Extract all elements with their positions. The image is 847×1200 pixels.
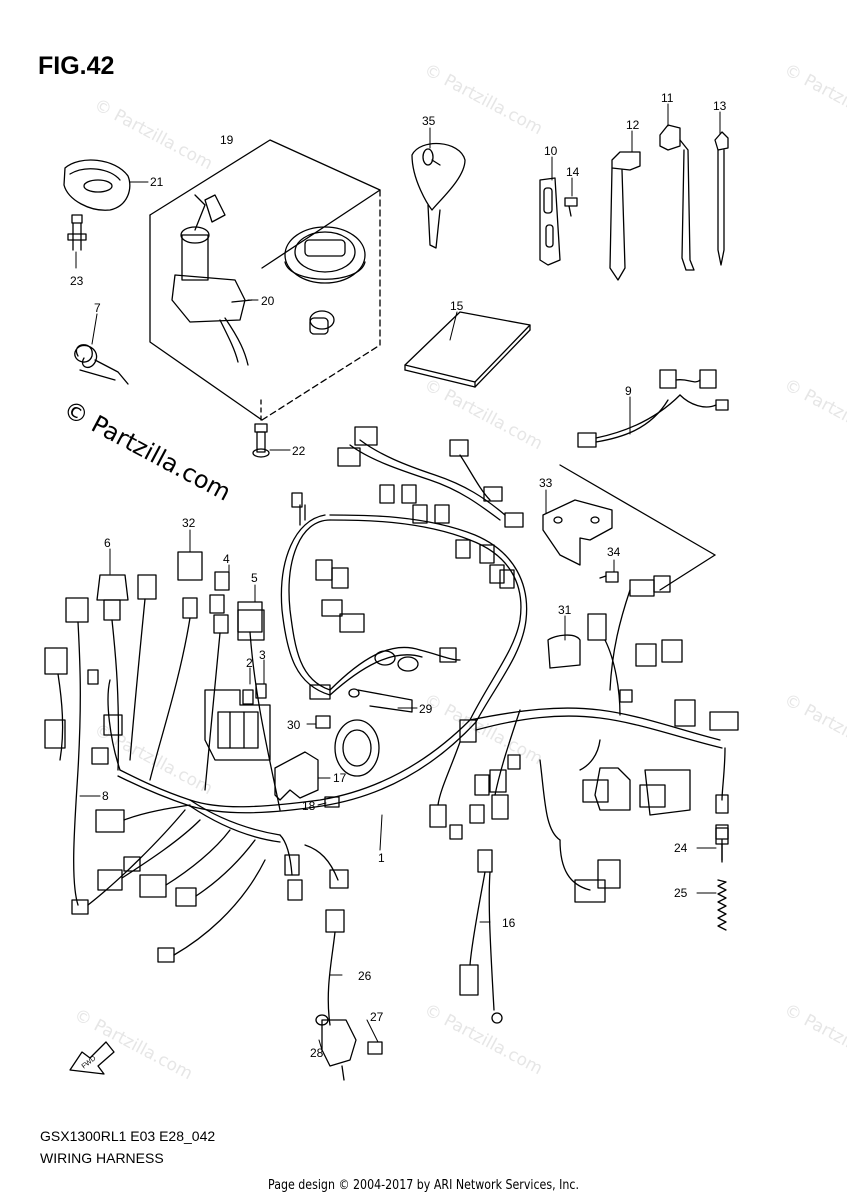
callout-6: 6 bbox=[104, 536, 111, 550]
callout-23: 23 bbox=[70, 274, 84, 288]
bolt-23 bbox=[67, 214, 87, 251]
callout-31: 31 bbox=[558, 603, 572, 617]
page-footer: Page design © 2004-2017 by ARI Network S… bbox=[268, 1178, 579, 1193]
harness-connectors-left bbox=[44, 551, 349, 963]
callout-3: 3 bbox=[259, 648, 266, 662]
callout-4: 4 bbox=[223, 552, 230, 566]
screw-14 bbox=[564, 197, 578, 217]
harness-connectors-right bbox=[429, 575, 739, 903]
callout-29: 29 bbox=[419, 702, 433, 716]
callout-16: 16 bbox=[502, 916, 516, 930]
callout-33: 33 bbox=[539, 476, 553, 490]
coil-25 bbox=[717, 879, 727, 931]
callout-26: 26 bbox=[358, 969, 372, 983]
callout-28: 28 bbox=[310, 1046, 324, 1060]
callout-21: 21 bbox=[150, 175, 164, 189]
lock-cylinder bbox=[309, 310, 335, 335]
callout-9: 9 bbox=[625, 384, 632, 398]
callout-11: 11 bbox=[661, 91, 674, 105]
fuel-cap bbox=[284, 226, 366, 284]
fwd-arrow bbox=[69, 1041, 115, 1075]
callout-35: 35 bbox=[422, 114, 436, 128]
harness-connectors-top bbox=[291, 426, 524, 700]
bracket-33 bbox=[542, 464, 716, 591]
callout-12: 12 bbox=[626, 118, 640, 132]
sub-harness-9 bbox=[577, 369, 729, 448]
callout-7: 7 bbox=[94, 301, 101, 315]
bolt-22 bbox=[252, 423, 270, 458]
callout-20: 20 bbox=[261, 294, 275, 308]
callout-27: 27 bbox=[370, 1010, 384, 1024]
ignition-switch bbox=[171, 194, 253, 366]
bulb-24 bbox=[715, 827, 729, 863]
callout-32: 32 bbox=[182, 516, 196, 530]
screw-27 bbox=[367, 1041, 383, 1055]
callout-19: 19 bbox=[220, 133, 234, 147]
main-harness bbox=[107, 439, 723, 843]
callout-10: 10 bbox=[544, 144, 558, 158]
callout-1: 1 bbox=[378, 851, 385, 865]
callout-8: 8 bbox=[102, 789, 109, 803]
key-35 bbox=[411, 142, 466, 249]
callout-25: 25 bbox=[674, 886, 688, 900]
tie-11 bbox=[659, 124, 695, 271]
section-name: WIRING HARNESS bbox=[40, 1150, 164, 1166]
screw-18 bbox=[324, 796, 340, 808]
callout-13: 13 bbox=[713, 99, 727, 113]
ignition-cover bbox=[63, 159, 131, 211]
spring-7 bbox=[74, 344, 129, 385]
screw-34 bbox=[599, 571, 619, 583]
fwd-label: FWD bbox=[81, 1055, 98, 1070]
callout-34: 34 bbox=[607, 545, 621, 559]
clamp-12 bbox=[609, 151, 641, 281]
bracket-10 bbox=[539, 177, 561, 266]
callout-24: 24 bbox=[674, 841, 688, 855]
leader-lines bbox=[75, 103, 721, 1051]
horn-29 bbox=[334, 688, 413, 777]
callout-14: 14 bbox=[566, 165, 580, 179]
harness-wires-left bbox=[57, 598, 339, 956]
callout-17: 17 bbox=[333, 771, 347, 785]
screw-30 bbox=[315, 715, 331, 729]
bracket-17 bbox=[274, 751, 319, 801]
sub-harness-16 bbox=[459, 849, 503, 1024]
callout-22: 22 bbox=[292, 444, 306, 458]
callout-30: 30 bbox=[287, 718, 301, 732]
callout-15: 15 bbox=[450, 299, 464, 313]
tape-15 bbox=[404, 311, 531, 388]
ignition-assembly-box bbox=[149, 139, 381, 421]
figure-title: FIG.42 bbox=[38, 52, 115, 80]
cable-tie-13 bbox=[714, 131, 729, 266]
callout-2: 2 bbox=[246, 656, 253, 670]
model-code: GSX1300RL1 E03 E28_042 bbox=[40, 1128, 216, 1144]
callout-18: 18 bbox=[302, 799, 316, 813]
callout-5: 5 bbox=[251, 571, 258, 585]
relays-fuses bbox=[204, 571, 271, 761]
